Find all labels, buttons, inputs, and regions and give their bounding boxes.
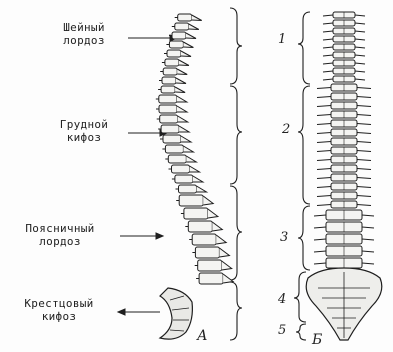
vertebra-posterior bbox=[317, 147, 371, 154]
vertebra-lateral bbox=[159, 77, 186, 84]
arrow-sacral-head bbox=[118, 309, 125, 315]
vertebra-lateral bbox=[162, 145, 193, 153]
vertebra-posterior bbox=[317, 84, 371, 91]
vertebra-posterior bbox=[323, 28, 365, 34]
brace-left-4 bbox=[230, 282, 242, 340]
vertebra-posterior bbox=[323, 20, 365, 26]
vertebra-posterior bbox=[317, 129, 371, 136]
vertebra-posterior bbox=[317, 102, 371, 109]
brace-right-1 bbox=[298, 12, 310, 84]
vertebra-lateral bbox=[195, 260, 232, 271]
vertebra-lateral bbox=[175, 14, 202, 21]
posterior-spine bbox=[314, 12, 374, 268]
vertebra-lateral bbox=[196, 273, 233, 284]
vertebra-posterior bbox=[323, 12, 365, 18]
vertebra-lateral bbox=[162, 59, 189, 66]
vertebra-posterior bbox=[323, 68, 365, 74]
vertebra-posterior bbox=[323, 36, 365, 42]
brace-left-3 bbox=[230, 186, 242, 280]
vertebra-lateral bbox=[160, 68, 187, 75]
vertebra-posterior bbox=[317, 183, 371, 190]
brace-right-2 bbox=[298, 86, 310, 204]
vertebra-posterior bbox=[314, 234, 374, 244]
vertebra-lateral bbox=[156, 105, 187, 113]
vertebra-posterior bbox=[317, 201, 371, 208]
vertebra-posterior bbox=[317, 192, 371, 199]
vertebra-posterior bbox=[317, 120, 371, 127]
vertebra-lateral bbox=[158, 125, 189, 133]
vertebra-lateral bbox=[169, 165, 200, 173]
vertebra-posterior bbox=[317, 111, 371, 118]
vertebra-posterior bbox=[314, 222, 374, 232]
brace-right-3 bbox=[298, 206, 310, 270]
vertebra-posterior bbox=[323, 76, 365, 82]
vertebra-posterior bbox=[314, 258, 374, 268]
vertebra-lateral bbox=[176, 185, 207, 193]
vertebra-posterior bbox=[314, 210, 374, 220]
vertebra-posterior bbox=[317, 174, 371, 181]
vertebra-posterior bbox=[323, 44, 365, 50]
vertebra-posterior bbox=[317, 165, 371, 172]
lateral-spine bbox=[156, 14, 233, 284]
arrow-lumbar-head bbox=[156, 233, 163, 239]
vertebra-posterior bbox=[323, 60, 365, 66]
brace-right-4 bbox=[294, 272, 306, 322]
vertebra-lateral bbox=[189, 234, 226, 245]
left-braces bbox=[230, 8, 242, 340]
brace-right-5 bbox=[296, 324, 306, 340]
vertebra-lateral bbox=[181, 208, 218, 219]
vertebra-lateral bbox=[160, 135, 191, 143]
vertebra-lateral bbox=[158, 86, 185, 93]
vertebra-lateral bbox=[172, 175, 203, 183]
brace-left-1 bbox=[230, 8, 242, 84]
vertebra-posterior bbox=[314, 246, 374, 256]
vertebra-lateral bbox=[176, 195, 213, 206]
vertebra-lateral bbox=[172, 23, 199, 30]
sacrum-lateral bbox=[160, 288, 192, 339]
vertebra-lateral bbox=[192, 247, 229, 258]
vertebra-lateral bbox=[169, 32, 196, 39]
vertebra-lateral bbox=[156, 95, 187, 103]
vertebra-posterior bbox=[323, 52, 365, 58]
vertebra-lateral bbox=[185, 221, 222, 232]
vertebra-lateral bbox=[164, 50, 191, 57]
vertebra-posterior bbox=[317, 156, 371, 163]
vertebra-posterior bbox=[317, 138, 371, 145]
vertebra-lateral bbox=[165, 155, 196, 163]
vertebra-posterior bbox=[317, 93, 371, 100]
brace-left-2 bbox=[230, 86, 242, 184]
vertebra-lateral bbox=[157, 115, 188, 123]
vertebra-lateral bbox=[166, 41, 193, 48]
